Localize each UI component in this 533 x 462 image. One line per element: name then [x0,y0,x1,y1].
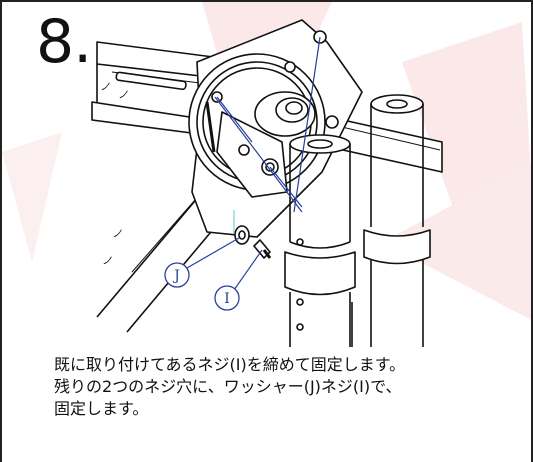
instruction-line-3: 固定します。 [54,399,149,418]
step-number: 8. [36,7,92,77]
callout-screw-label: I [224,291,230,307]
callout-washer-label: J [172,268,180,284]
svg-text:ノ: ノ [100,82,110,93]
svg-text:ノ: ノ [102,256,112,267]
instruction-line-1: 既に取り付けてあるネジ(I)を締めて固定します。 [54,355,406,374]
step-instructions: 既に取り付けてあるネジ(I)を締めて固定します。 残りの2つのネジ穴に、ワッシャ… [54,354,524,420]
assembly-illustration: ノノ ノノ J I [91,19,443,347]
svg-text:ノ: ノ [112,229,122,240]
svg-text:ノ: ノ [118,90,128,101]
instruction-line-2: 残りの2つのネジ穴に、ワッシャー(J)ネジ(I)で、 [54,377,402,396]
